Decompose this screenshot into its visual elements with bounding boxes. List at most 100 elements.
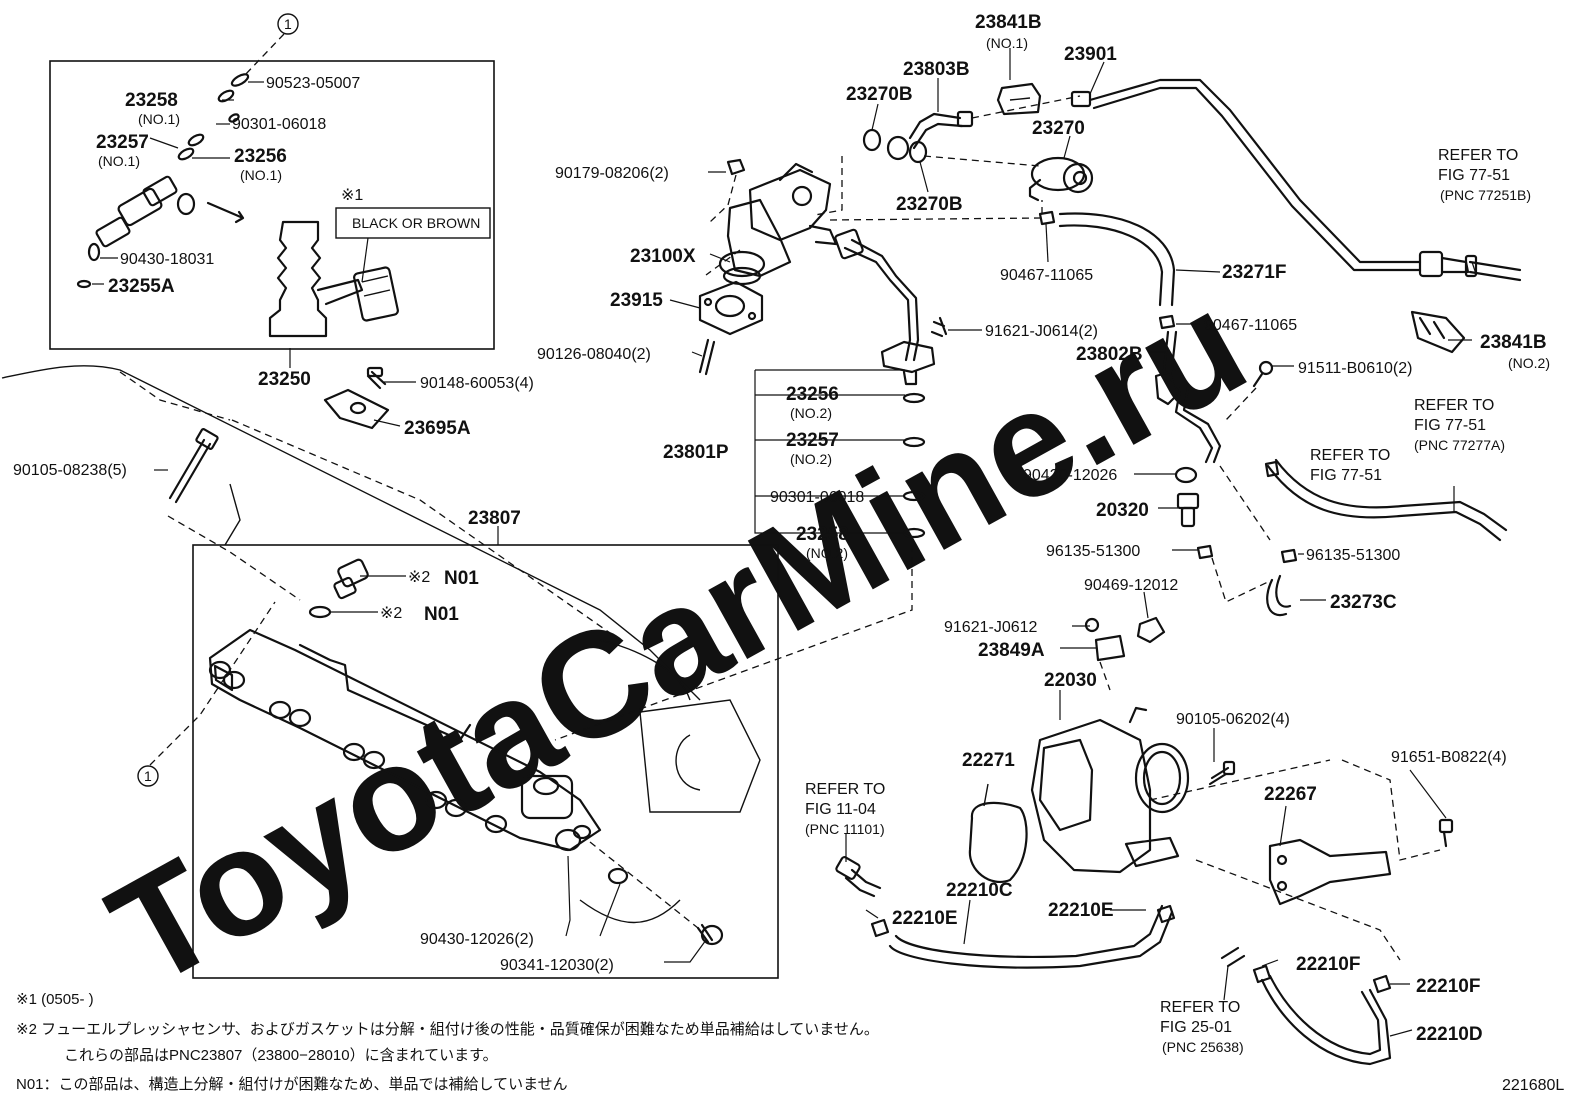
black-or-brown-note-box — [335, 207, 491, 239]
connector-23841b-no2 — [1410, 310, 1466, 354]
label-23258-no1-sub: (NO.1) — [138, 111, 180, 127]
label-23257-no2: 23257 — [786, 430, 839, 451]
hose-clamp-96135-b — [1280, 548, 1298, 564]
footnote-2a: ※2 フューエルプレッシャセンサ、およびガスケットは分解・組付け後の性能・品質確… — [16, 1020, 879, 1038]
label-23257-no2-sub: (NO.2) — [790, 451, 832, 467]
label-96135-51300-a: 96135-51300 — [1046, 543, 1140, 560]
label-23258-no2: 23258 — [796, 524, 849, 545]
label-23250: 23250 — [258, 369, 311, 390]
label-90126-08040: 90126-08040(2) — [537, 346, 651, 363]
black-or-brown-note: BLACK OR BROWN — [352, 215, 480, 231]
label-90523-05007: 90523-05007 — [266, 75, 360, 92]
clamp-90469 — [1136, 616, 1166, 644]
label-22210f-a: 22210F — [1296, 954, 1360, 975]
label-90179-08206: 90179-08206(2) — [555, 165, 669, 182]
label-23271f: 23271F — [1222, 262, 1286, 283]
label-23256-no1: 23256 — [234, 146, 287, 167]
refer-labels: REFER TO FIG 77-51 (PNC 77251B) REFER TO… — [805, 147, 1531, 1055]
pipe-23901 — [1088, 78, 1422, 272]
label-91621-j0612: 91621-J0612 — [944, 619, 1038, 636]
footnote-1: ※1 (0505- ) — [16, 991, 94, 1008]
label-90301-06018-a: 90301-06018 — [232, 116, 326, 133]
label-23841b-no2: 23841B — [1480, 332, 1547, 353]
pump-gasket-23915 — [698, 280, 764, 336]
stud-bolt — [698, 338, 716, 376]
note-leader — [361, 237, 369, 283]
label-90467-11065-a: 90467-11065 — [1000, 267, 1093, 284]
label-n01-b: N01 — [424, 604, 459, 625]
label-91621-j0614: 91621-J0614(2) — [985, 323, 1098, 340]
label-23273c: 23273C — [1330, 592, 1397, 613]
label-23915: 23915 — [610, 290, 663, 311]
label-23256-no1-sub: (NO.1) — [240, 167, 282, 183]
connector-23841b-no1 — [996, 82, 1042, 116]
hose-clamp-22210e-a — [870, 918, 890, 938]
injector-inset-frame — [49, 60, 495, 350]
rail-washer — [607, 867, 629, 885]
engine-outline-2 — [224, 483, 241, 546]
fuel-rail — [208, 628, 602, 852]
hose-clamp-22210e-b — [1156, 904, 1176, 924]
note1-mark: ※1 — [341, 187, 363, 204]
pipe-11101-end — [835, 856, 861, 880]
label-23901: 23901 — [1064, 44, 1117, 65]
label-n01-a: N01 — [444, 568, 479, 589]
cylinder-head-curve — [579, 639, 691, 924]
hose-clamp-77-51 — [1264, 460, 1280, 478]
label-23841b-no2-sub: (NO.2) — [1508, 355, 1550, 371]
pump-nut — [726, 158, 746, 176]
washer-90430-12026 — [1174, 466, 1198, 484]
note2-mark-a: ※2 — [408, 569, 430, 586]
tube-23802b — [1162, 330, 1222, 464]
gasket-22271 — [968, 801, 1028, 883]
hose-22210d — [1260, 974, 1392, 1066]
fuel-rail-assembly-frame — [192, 544, 779, 979]
callout-1-bottom-leader — [149, 601, 276, 766]
label-23270b-bottom: 23270B — [896, 194, 963, 215]
seal-23257-no2 — [902, 436, 926, 448]
label-23100x: 23100X — [630, 246, 696, 267]
label-22030: 22030 — [1044, 670, 1097, 691]
insulator-23695a — [323, 366, 390, 430]
callout-1-top-leader — [243, 33, 285, 77]
refer-77251b-line2: FIG 77-51 — [1438, 167, 1510, 184]
fitting-23270b — [886, 135, 910, 161]
label-23270b-top: 23270B — [846, 84, 913, 105]
label-22210e-b: 22210E — [1048, 900, 1114, 921]
bracket-22267 — [1268, 838, 1392, 906]
hose-23273c — [1266, 574, 1292, 617]
hose-77277a — [1266, 458, 1508, 542]
label-22210e-a: 22210E — [892, 908, 958, 929]
bracket-dashed — [1099, 661, 1111, 691]
label-91511-b0610: 91511-B0610(2) — [1298, 360, 1412, 377]
label-90430-12026-b: 90430-12026(2) — [420, 931, 534, 948]
label-91651-b0822: 91651-B0822(4) — [1391, 749, 1507, 766]
label-23841b-no1-sub: (NO.1) — [986, 35, 1028, 51]
refer-77277a-line2: FIG 77-51 — [1414, 417, 1486, 434]
label-23256-no2-sub: (NO.2) — [790, 405, 832, 421]
tube-dashed — [923, 95, 1081, 167]
callout-1-bottom — [137, 765, 159, 787]
fuel-injector-exploded — [76, 73, 250, 289]
engine-outline — [1, 365, 701, 701]
refer-77277a-line3: (PNC 77277A) — [1414, 437, 1505, 453]
callout-1-bottom-text: 1 — [144, 768, 152, 784]
diagram-id: 221680L — [1502, 1077, 1564, 1094]
label-22271: 22271 — [962, 750, 1015, 771]
label-90301-06018-b: 90301-06018 — [770, 489, 864, 506]
throttle-dashed — [1149, 759, 1441, 961]
refer-77251b-line1: REFER TO — [1438, 147, 1518, 164]
label-90148-60053: 90148-60053(4) — [420, 375, 534, 392]
rail-bolt-dashed-2 — [589, 841, 699, 929]
footnote-2b: これらの部品はPNC23807（23800−28010）に含まれています。 — [64, 1047, 498, 1064]
rail-bolt — [696, 923, 724, 946]
label-90467-11065-b: 90467-11065 — [1204, 317, 1297, 334]
label-23256-no2: 23256 — [786, 384, 839, 405]
footnote-n01: N01：この部品は、構造上分解・組付けが困難なため、単品では補給していません — [16, 1076, 568, 1093]
pipe-11101 — [844, 868, 882, 898]
label-22267: 22267 — [1264, 784, 1317, 805]
hose-dashed — [1211, 465, 1273, 603]
pressure-regulator-23270 — [1028, 156, 1094, 202]
note2-mark-b: ※2 — [380, 605, 402, 622]
